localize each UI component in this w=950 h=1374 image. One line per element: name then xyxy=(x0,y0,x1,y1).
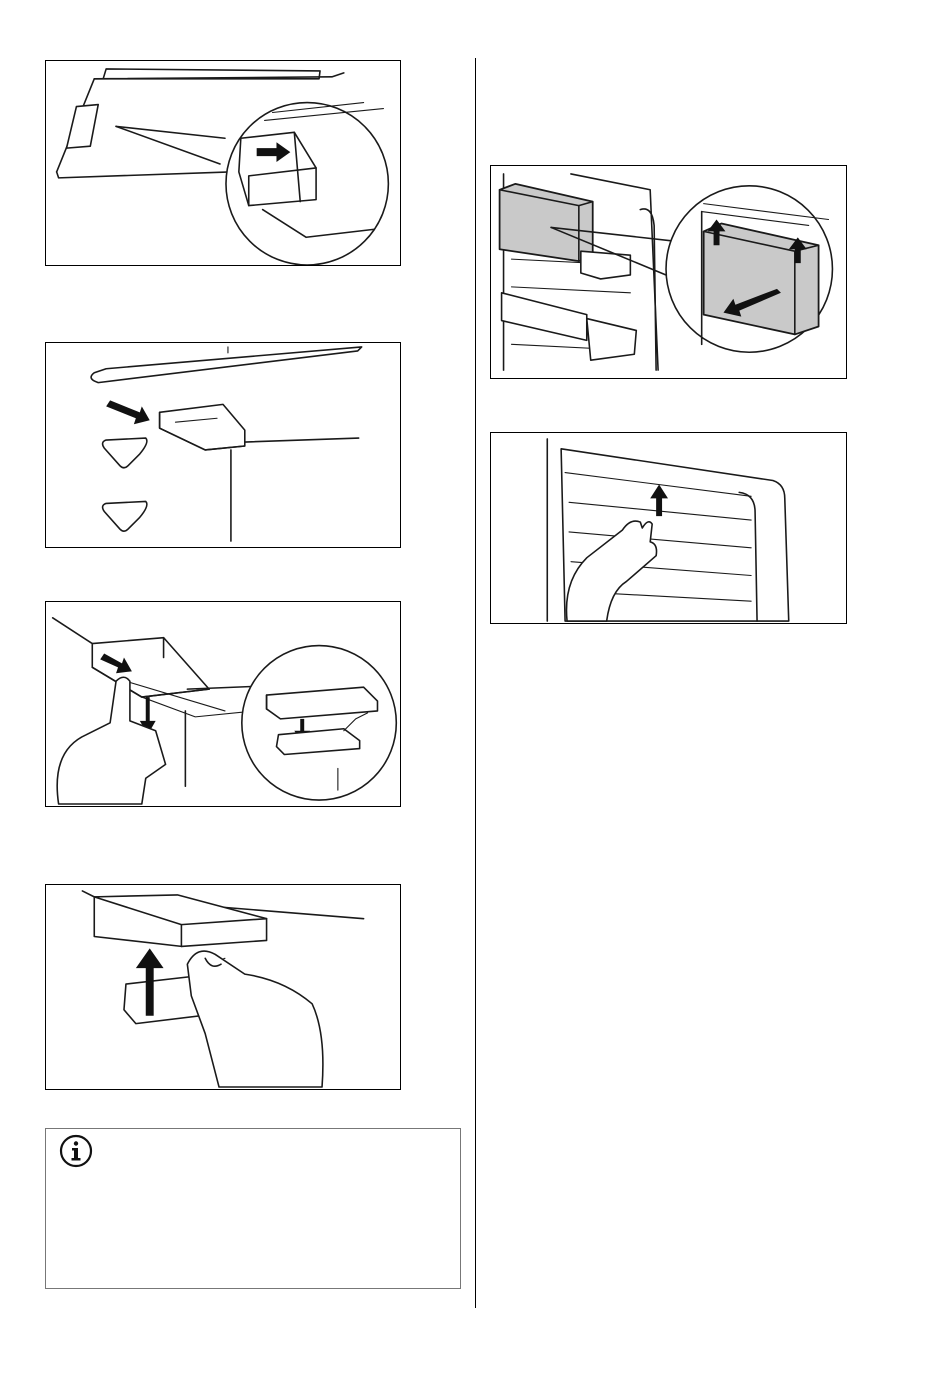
figure-door-panel-slide-up xyxy=(490,432,847,624)
info-note-box xyxy=(45,1128,461,1289)
figure-filter-lift-in xyxy=(45,884,401,1090)
figure-filter-holder-clip xyxy=(45,342,401,548)
door-bin-illustration xyxy=(491,166,846,378)
filter-release-illustration xyxy=(46,602,400,806)
column-divider xyxy=(475,58,476,1308)
figure-filter-press-release xyxy=(45,601,401,807)
filter-holder-illustration xyxy=(46,343,400,547)
filter-insert-illustration xyxy=(46,885,400,1089)
door-panel-illustration xyxy=(491,433,846,623)
figure-door-bin-lift-out xyxy=(490,165,847,379)
figure-shelf-tray-insert xyxy=(45,60,401,266)
info-icon xyxy=(58,1133,94,1169)
shelf-tray-illustration xyxy=(46,61,400,265)
